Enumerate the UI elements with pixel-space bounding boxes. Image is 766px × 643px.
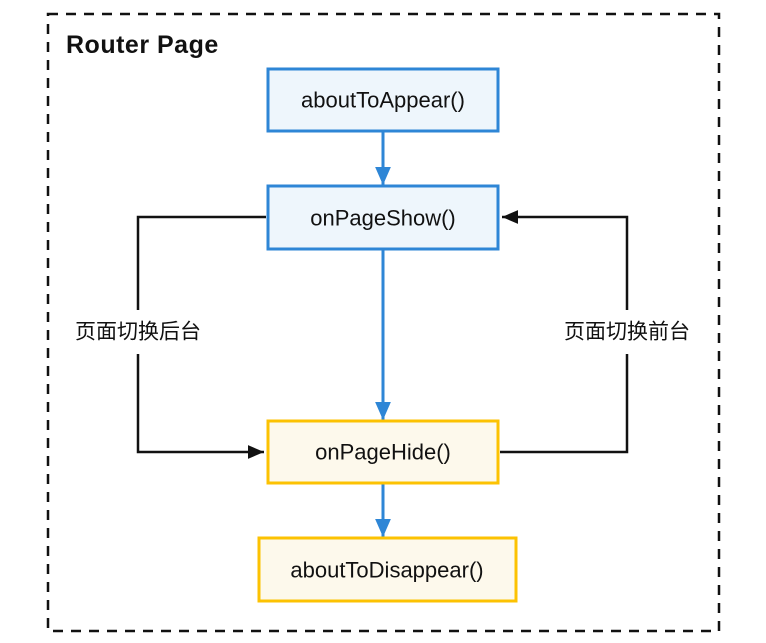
- node-aboutToAppear-box: [266, 67, 500, 133]
- node-aboutToAppear: aboutToAppear(): [266, 67, 500, 133]
- node-aboutToDisappear: aboutToDisappear(): [257, 536, 518, 603]
- right-loop-label: 页面切换前台: [564, 321, 690, 344]
- node-aboutToDisappear-label: aboutToDisappear(): [290, 558, 483, 583]
- right-loop-label-plate: [555, 310, 699, 354]
- node-onPageShow: onPageShow(): [266, 184, 500, 251]
- left-loop-label: 页面切换后台: [75, 321, 201, 344]
- node-onPageHide-label: onPageHide(): [315, 440, 451, 465]
- page-title: Router Page: [66, 31, 219, 59]
- dashed-container-border: [46, 12, 721, 633]
- node-aboutToDisappear-box: [257, 536, 518, 603]
- node-onPageShow-box: [266, 184, 500, 251]
- node-onPageHide-box: [266, 419, 500, 485]
- node-onPageHide: onPageHide(): [266, 419, 500, 485]
- node-aboutToAppear-label: aboutToAppear(): [301, 88, 465, 113]
- left-loop-label-plate: [66, 310, 210, 354]
- node-onPageShow-label: onPageShow(): [310, 206, 456, 231]
